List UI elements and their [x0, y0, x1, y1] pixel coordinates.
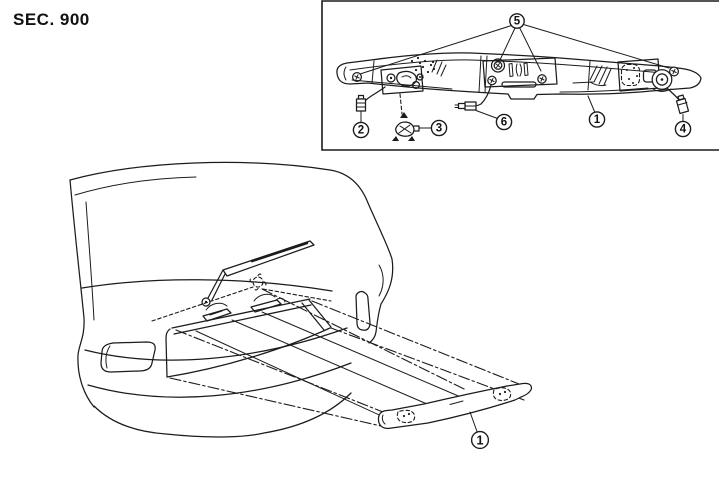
svg-text:2: 2	[358, 125, 364, 137]
svg-text:3: 3	[436, 123, 442, 135]
callout-6: 6	[475, 110, 513, 131]
harness-connector-2	[355, 86, 386, 112]
callout-2: 2	[352, 110, 370, 139]
section-label: SEC. 900	[13, 10, 90, 29]
mount-detail-right	[492, 387, 512, 402]
callout-1-main: 1	[469, 411, 490, 450]
harness-connector-6	[454, 84, 492, 111]
bumper-bottom-edge	[93, 392, 352, 438]
mount-detail-left	[396, 409, 416, 424]
finisher-strip	[377, 382, 533, 430]
slot-opening	[501, 81, 537, 88]
svg-text:4: 4	[680, 124, 687, 136]
svg-text:1: 1	[594, 114, 601, 126]
svg-text:6: 6	[501, 117, 507, 129]
bumper-crease-lower	[87, 362, 352, 398]
bumper-crease-upper	[84, 327, 348, 361]
screw-center-left-icon	[487, 75, 497, 86]
svg-text:5: 5	[514, 16, 521, 28]
screw-center-right-icon	[537, 74, 547, 84]
svg-text:1: 1	[477, 434, 484, 448]
callout-1-inset: 1	[587, 95, 606, 128]
harness-connector-4	[666, 87, 690, 115]
mounting-dashed-line	[151, 286, 332, 322]
body-right-edge	[367, 202, 394, 344]
screw-left-icon	[351, 71, 363, 83]
projection-lines	[169, 288, 525, 427]
center-recess	[482, 57, 558, 88]
license-pocket	[165, 293, 332, 378]
license-latch-assembly	[380, 65, 424, 95]
callout-4: 4	[674, 114, 692, 138]
grip-recess-right	[355, 290, 371, 331]
inset-border	[321, 0, 719, 151]
finisher-back-view	[336, 52, 702, 141]
vehicle-rear-view	[69, 161, 394, 438]
inset-panel: 5 2 3 6 1 4	[321, 0, 719, 151]
grommet-marker	[249, 273, 267, 291]
rear-wiper	[201, 240, 315, 307]
roof-line	[69, 161, 369, 204]
screw-right-icon	[668, 66, 680, 77]
license-lamp-unit-right	[250, 293, 286, 313]
callout-3: 3	[418, 119, 448, 137]
trim-clip-3	[392, 93, 420, 141]
tail-lamp-left	[100, 341, 156, 373]
emblem-marks	[508, 62, 529, 77]
callout-5: 5	[359, 13, 670, 75]
texture-hatch	[572, 65, 612, 87]
texture-dots	[410, 56, 447, 81]
body-left-edge	[69, 179, 95, 408]
license-lamp-unit-left	[202, 302, 232, 322]
window-bottom	[81, 279, 333, 292]
